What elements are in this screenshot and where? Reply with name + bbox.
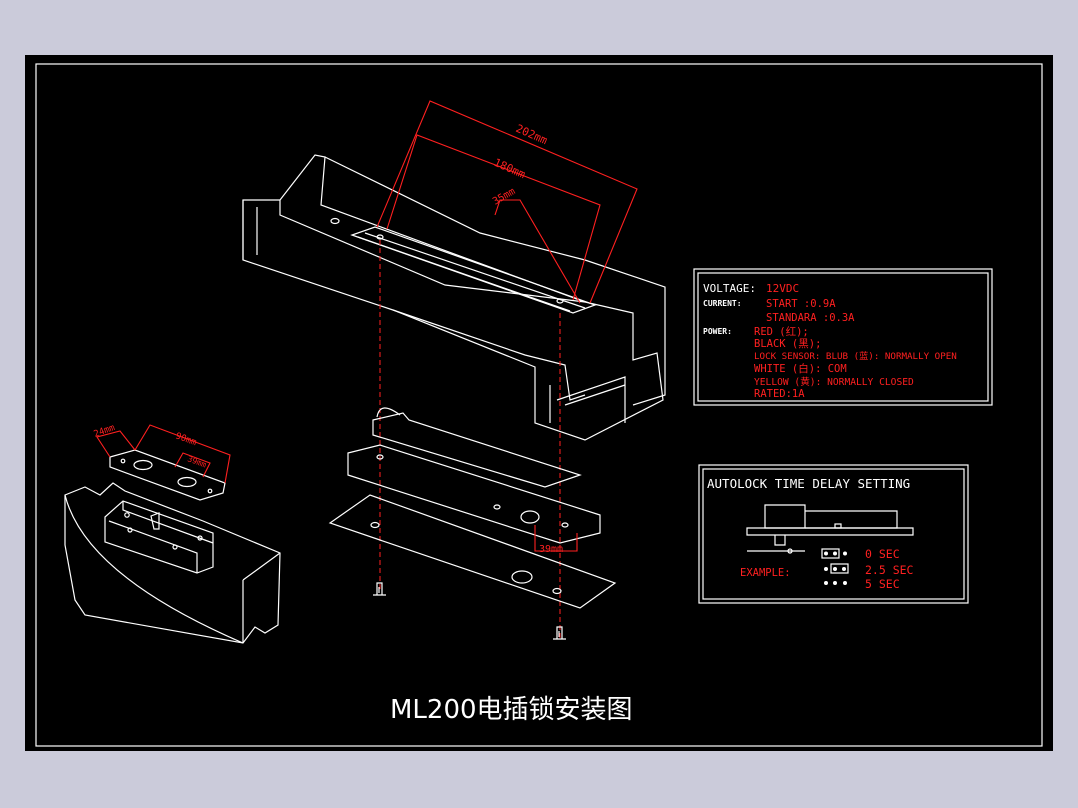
current-start: START :0.9A (766, 298, 836, 310)
dim-202mm: 202mm (514, 122, 550, 147)
dim-bracket-24mm: 24mm (93, 423, 117, 440)
delay-option-1: 2.5 SEC (865, 563, 914, 577)
bracket: 24mm 90mm 39mm (64, 423, 281, 644)
voltage-value: 12VDC (766, 282, 799, 295)
power-white: WHITE (白): COM (754, 362, 847, 375)
dip-5sec (824, 581, 847, 585)
power-yellow: YELLOW (黄): NORMALLY CLOSED (754, 376, 914, 388)
lock-sensor: LOCK SENSOR: BLUB (蓝): NORMALLY OPEN (754, 350, 957, 362)
delay-device-sketch (746, 504, 914, 554)
dim-35mm: 35mm (491, 186, 517, 208)
dim-bracket-90mm: 90mm (174, 431, 198, 448)
strike-plates: 39mm (328, 407, 617, 640)
rated: RATED:1A (754, 388, 805, 400)
voltage-label: VOLTAGE: (703, 282, 756, 295)
installation-drawing: 202mm 180mm 35mm 39mm 24mm 90mm 39mm (35, 63, 1043, 747)
current-standara: STANDARA :0.3A (766, 312, 855, 324)
power-red: RED (红); (754, 325, 809, 338)
delay-option-2: 5 SEC (865, 577, 900, 591)
example-label: EXAMPLE: (740, 567, 791, 579)
dim-180mm: 180mm (492, 156, 528, 181)
dip-2-5sec (824, 563, 849, 574)
delay-heading: AUTOLOCK TIME DELAY SETTING (707, 476, 910, 491)
dim-strike-39mm: 39mm (539, 544, 563, 555)
delay-option-0: 0 SEC (865, 547, 900, 561)
delay-panel: AUTOLOCK TIME DELAY SETTING EXAMPLE: 0 S… (698, 464, 969, 604)
power-label: POWER: (703, 327, 732, 336)
dim-bracket-39mm: 39mm (186, 454, 207, 469)
specs-panel: VOLTAGE: 12VDC CURRENT: START :0.9A STAN… (693, 268, 993, 406)
cad-canvas: 202mm 180mm 35mm 39mm 24mm 90mm 39mm (25, 55, 1053, 751)
dip-0sec (821, 548, 847, 559)
body-dimensions: 202mm 180mm 35mm (376, 100, 638, 640)
power-black: BLACK (黑); (754, 338, 821, 350)
drawing-border (35, 63, 1043, 747)
lock-body (242, 154, 666, 441)
drawing-title: ML200电插锁安装图 (390, 695, 633, 725)
current-label: CURRENT: (703, 299, 742, 308)
